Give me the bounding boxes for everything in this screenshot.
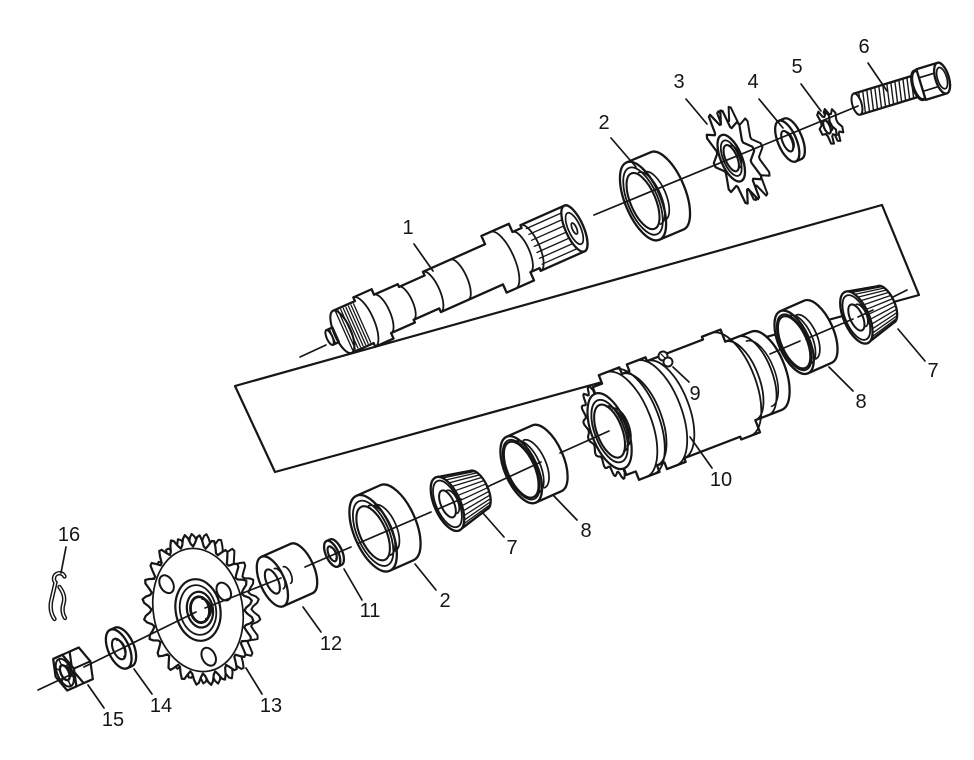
part-race-8a	[773, 298, 839, 376]
part-cone-7b	[429, 469, 492, 533]
callout-8: 8	[552, 494, 592, 542]
callout-label-14: 14	[150, 695, 172, 717]
frame-outline	[233, 203, 921, 474]
callout-3: 3	[673, 71, 708, 125]
part-nut-15	[52, 646, 94, 692]
part-bushing-12	[255, 542, 319, 608]
callout-2: 2	[598, 112, 637, 168]
callout-8: 8	[828, 366, 867, 413]
callout-label-4: 4	[747, 71, 758, 93]
callout-label-6: 6	[858, 36, 869, 58]
callout-12: 12	[302, 606, 342, 655]
callout-1: 1	[402, 217, 434, 272]
callout-label-2: 2	[439, 590, 450, 612]
part-bearing-2b	[348, 483, 422, 573]
callout-label-12: 12	[320, 633, 342, 655]
callout-label-8: 8	[580, 520, 591, 542]
callout-6: 6	[858, 36, 888, 92]
callout-label-3: 3	[673, 71, 684, 93]
callout-label-9: 9	[689, 383, 700, 405]
callout-label-1: 1	[402, 217, 413, 239]
part-clip-16	[48, 571, 68, 622]
callout-label-7: 7	[927, 360, 938, 382]
callout-9: 9	[672, 366, 701, 405]
callout-16: 16	[58, 524, 80, 574]
callout-11: 11	[343, 568, 381, 622]
callout-4: 4	[747, 71, 784, 129]
callout-label-15: 15	[102, 709, 124, 731]
part-washer-14	[104, 626, 138, 670]
callout-10: 10	[689, 436, 732, 491]
callout-label-16: 16	[58, 524, 80, 546]
callout-14: 14	[133, 668, 172, 717]
part-shaft-1	[324, 204, 589, 355]
callout-label-2: 2	[598, 112, 609, 134]
centerlines	[37, 105, 908, 691]
part-drum-10	[580, 328, 791, 481]
callout-7: 7	[481, 511, 518, 559]
callout-7: 7	[897, 328, 939, 382]
callout-15: 15	[87, 684, 124, 731]
callout-label-10: 10	[710, 469, 732, 491]
callout-label-5: 5	[791, 56, 802, 78]
callout-label-13: 13	[260, 695, 282, 717]
callout-label-8: 8	[855, 391, 866, 413]
part-washer-11	[322, 538, 346, 569]
callout-2: 2	[414, 563, 451, 612]
part-bolt-6	[850, 61, 952, 116]
part-pin-9	[657, 350, 674, 368]
callout-13: 13	[245, 667, 282, 717]
callout-label-11: 11	[360, 600, 381, 622]
part-bearing-2a	[618, 150, 692, 242]
part-lock-5	[816, 108, 845, 145]
part-race-8b	[499, 423, 569, 505]
callout-5: 5	[791, 56, 822, 112]
callout-label-7: 7	[506, 537, 517, 559]
part-sprocket-13	[141, 532, 262, 686]
